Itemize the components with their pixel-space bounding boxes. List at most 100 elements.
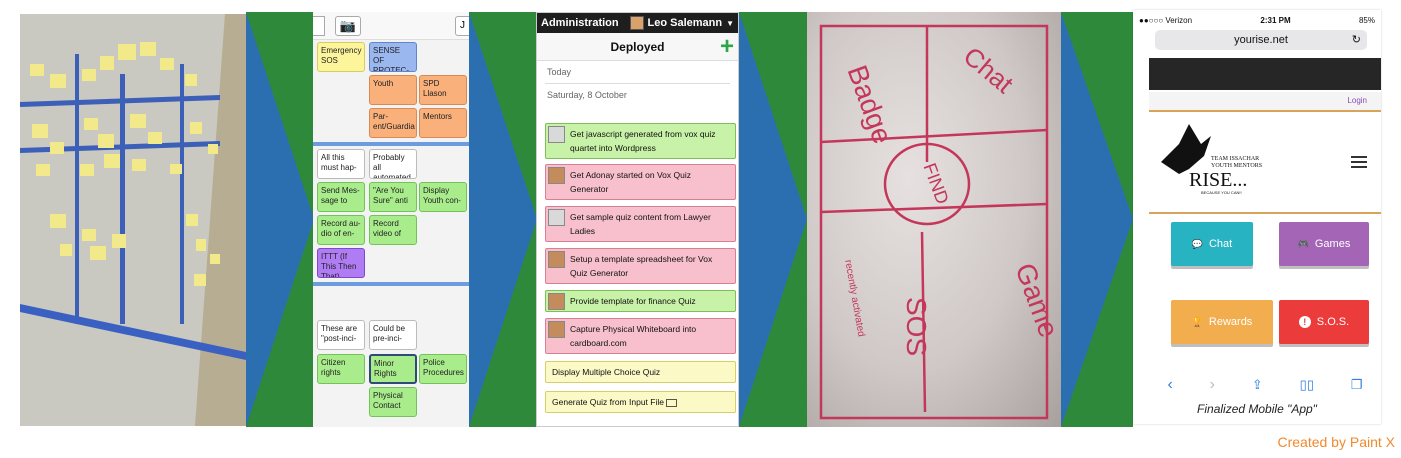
rewards-tile[interactable]: 🏆 Rewards	[1171, 300, 1273, 344]
card-board-panel: 📷 J Emergency SOS SENSE OF PROTEC- Youth…	[313, 12, 469, 427]
task-item[interactable]: Display Multiple Choice Quiz	[545, 361, 736, 383]
whiteboard-photo-panel: Badge Chat FIND Game SOS recently activa…	[807, 12, 1061, 427]
card-youth[interactable]: Youth	[369, 75, 417, 105]
day-label-today: Today	[547, 67, 572, 77]
task-item[interactable]: Get Adonay started on Vox Quiz Generator	[545, 164, 736, 200]
card-are-you-sure[interactable]: "Are You Sure" anti	[369, 182, 417, 212]
card-mentors[interactable]: Mentors	[419, 108, 467, 138]
back-tab[interactable]	[313, 16, 325, 36]
card-automated[interactable]: Probably all automated	[369, 149, 417, 179]
forward-icon[interactable]: ›	[1209, 376, 1215, 393]
task-text: Generate Quiz from Input File	[552, 397, 664, 407]
section-divider	[313, 142, 469, 146]
arrow-connector-2	[469, 12, 537, 427]
task-text: Get javascript generated from vox quiz q…	[570, 129, 716, 153]
wall-photo-panel	[20, 14, 246, 426]
svg-text:BECAUSE YOU CAN!!: BECAUSE YOU CAN!!	[1201, 190, 1242, 195]
card-send-message[interactable]: Send Mes-sage to	[317, 182, 365, 212]
task-item[interactable]: Get sample quiz content from Lawyer Ladi…	[545, 206, 736, 242]
card-parent-guardian[interactable]: Par-ent/Guardia	[369, 108, 417, 138]
card-display-youth[interactable]: Display Youth con-	[419, 182, 467, 212]
task-item[interactable]: Generate Quiz from Input File	[545, 391, 736, 413]
sos-tile[interactable]: ! S.O.S.	[1279, 300, 1369, 344]
tabs-icon[interactable]: ❐	[1350, 377, 1363, 392]
tile-label: Rewards	[1208, 316, 1253, 328]
card-spd-liaison[interactable]: SPD Llason	[419, 75, 467, 105]
reload-icon[interactable]: ↻	[1351, 34, 1361, 46]
arrow-connector-1	[246, 12, 314, 427]
list-header: Deployed +	[537, 33, 738, 61]
user-avatar	[629, 16, 644, 30]
task-text: Provide template for finance Quiz	[570, 296, 696, 306]
task-item[interactable]: Get javascript generated from vox quiz q…	[545, 123, 736, 159]
chat-label: Chat	[958, 41, 1020, 100]
user-button[interactable]: J	[455, 16, 469, 36]
games-tile[interactable]: 🎮 Games	[1279, 222, 1369, 266]
board-toolbar: 📷 J	[313, 12, 469, 40]
section-divider	[313, 282, 469, 286]
hamburger-menu-icon[interactable]	[1351, 156, 1367, 168]
trophy-icon: 🏆	[1191, 316, 1203, 327]
back-icon[interactable]: ‹	[1167, 376, 1173, 393]
bookmarks-icon[interactable]: ▯▯	[1299, 377, 1314, 392]
task-text: Capture Physical Whiteboard into cardboa…	[570, 324, 697, 348]
chat-tile[interactable]: 💬 Chat	[1171, 222, 1253, 266]
alert-icon: !	[1298, 316, 1311, 328]
placeholder-avatar-icon	[548, 126, 565, 143]
battery-text: 85%	[1358, 15, 1375, 25]
task-text: Display Multiple Choice Quiz	[552, 367, 661, 377]
divider	[1149, 212, 1381, 214]
login-link[interactable]: Login	[1149, 92, 1381, 112]
card-ittt[interactable]: ITTT (If This Then That)	[317, 248, 365, 278]
card-record-audio[interactable]: Record au-dio of en-	[317, 215, 365, 245]
avatar	[548, 321, 565, 338]
svg-text:RISE...: RISE...	[1189, 169, 1247, 191]
logo-area: TEAM ISSACHAR YOUTH MENTORS RISE... BECA…	[1149, 114, 1381, 214]
find-label: FIND	[920, 160, 953, 206]
admin-menu[interactable]: Administration	[541, 17, 619, 29]
task-item[interactable]: Provide template for finance Quiz	[545, 290, 736, 312]
game-label: Game	[1009, 259, 1061, 341]
badge-label: Badge	[842, 61, 899, 148]
card-physical-contact[interactable]: Physical Contact	[369, 387, 417, 417]
card-record-video[interactable]: Record video of	[369, 215, 417, 245]
panel-caption: Finalized Mobile "App"	[1197, 402, 1317, 416]
card-police-procedures[interactable]: Police Procedures	[419, 354, 467, 384]
placeholder-avatar-icon	[548, 209, 565, 226]
svg-text:YOUTH MENTORS: YOUTH MENTORS	[1211, 163, 1262, 169]
mobile-screenshot-panel: ●●○○○ Verizon 2:31 PM 85% yourise.net ↻ …	[1133, 10, 1381, 424]
credit-text: Created by Paint X	[1277, 434, 1395, 450]
task-item[interactable]: Setup a template spreadsheet for Vox Qui…	[545, 248, 736, 284]
card-post-incident[interactable]: These are "post-inci-	[317, 320, 365, 350]
site-header-bar	[1149, 58, 1381, 90]
add-icon[interactable]: +	[719, 33, 734, 60]
carrier-text: ●●○○○ Verizon	[1139, 15, 1193, 25]
card-sense-of-protection[interactable]: SENSE OF PROTEC-	[369, 42, 417, 72]
whiteboard-sketch: Badge Chat FIND Game SOS recently activa…	[819, 24, 1061, 420]
card-all-this[interactable]: All this must hap-	[317, 149, 365, 179]
browser-toolbar: ‹ › ⇪ ▯▯ ❐	[1149, 372, 1381, 398]
list-title: Deployed	[610, 39, 665, 54]
address-bar[interactable]: yourise.net ↻	[1155, 30, 1367, 50]
task-item[interactable]: Capture Physical Whiteboard into cardboa…	[545, 318, 736, 354]
card-emergency-sos[interactable]: Emergency SOS	[317, 42, 365, 72]
user-menu[interactable]: Leo Salemann ▼	[629, 16, 734, 30]
card-minor-rights[interactable]: Minor Rights	[369, 354, 417, 384]
share-icon[interactable]: ⇪	[1251, 377, 1263, 392]
recently-activated-label: recently activated	[842, 259, 866, 338]
camera-icon[interactable]: 📷	[335, 16, 361, 36]
avatar	[548, 293, 565, 310]
card-citizen-rights[interactable]: Citizen rights	[317, 354, 365, 384]
chevron-down-icon: ▼	[726, 18, 734, 28]
note-icon	[666, 398, 678, 407]
arrow-connector-3	[739, 12, 807, 427]
tile-label: S.O.S.	[1316, 316, 1350, 328]
arrow-connector-4	[1061, 12, 1133, 427]
avatar	[548, 167, 565, 184]
card-pre-incident[interactable]: Could be pre-inci-	[369, 320, 417, 350]
task-text: Get Adonay started on Vox Quiz Generator	[570, 170, 691, 194]
clock-text: 2:31 PM	[1260, 15, 1291, 25]
sos-label: SOS	[901, 297, 932, 356]
day-label-date: Saturday, 8 October	[547, 90, 627, 100]
